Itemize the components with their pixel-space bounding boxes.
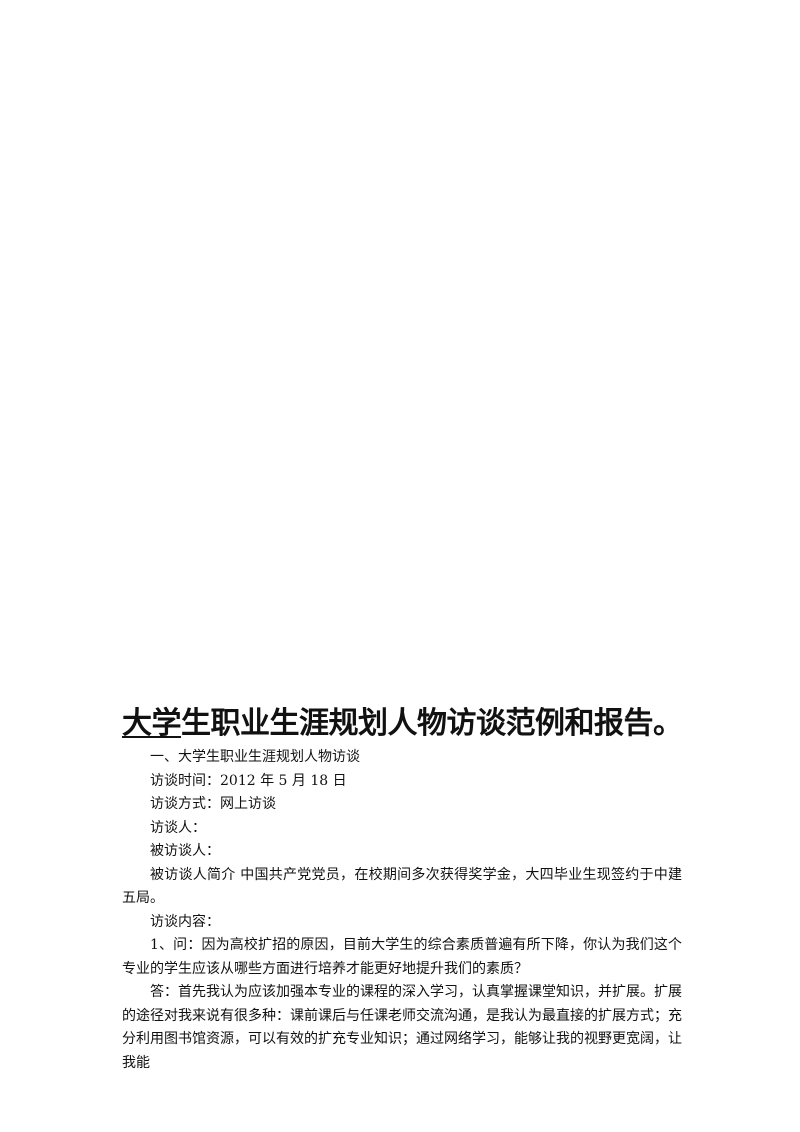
question-1: 1、问：因为高校扩招的原因，目前大学生的综合素质普遍有所下降，你认为我们这个专业… xyxy=(122,937,682,977)
interviewee: 被访谈人： xyxy=(150,843,220,859)
answer-1: 答：首先我认为应该加强本专业的课程的深入学习，认真掌握课堂知识，并扩展。扩展的途… xyxy=(122,984,682,1071)
section-heading: 一、大学生职业生涯规划人物访谈 xyxy=(150,749,360,765)
interview-time: 访谈时间：2012 年 5 月 18 日 xyxy=(150,772,347,789)
interviewee-intro: 被访谈人简介 中国共产党党员，在校期间多次获得奖学金，大四毕业生现签约于中建五局… xyxy=(122,866,682,907)
interview-method: 访谈方式：网上访谈 xyxy=(150,796,276,812)
interview-content-label: 访谈内容： xyxy=(150,913,220,930)
document-title: 大学生职业生涯规划人物访谈范例和报告。 xyxy=(122,704,702,744)
document-body: 一、大学生职业生涯规划人物访谈 访谈时间：2012 年 5 月 18 日 访谈方… xyxy=(122,746,682,1075)
title-rest: 生职业生涯规划人物访谈范例和报告。 xyxy=(181,706,683,741)
interviewer: 访谈人： xyxy=(150,819,206,836)
title-underlined-part: 大学 xyxy=(122,706,182,741)
